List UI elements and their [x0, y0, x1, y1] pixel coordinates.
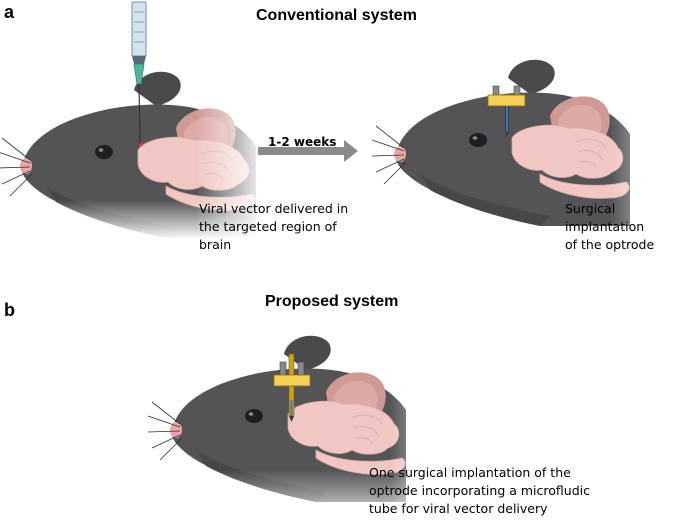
panel-a-letter: a: [4, 2, 15, 22]
caption-proposed-system: One surgical implantation of the optrode…: [369, 465, 590, 516]
optrode-icon: [487, 85, 526, 137]
panel-b-title: Proposed system: [265, 293, 399, 310]
panel-a-title: Conventional system: [256, 7, 417, 24]
arrow-right-icon: [258, 140, 358, 162]
syringe-icon: [131, 1, 147, 145]
panel-b-letter: b: [4, 300, 15, 320]
caption-viral-delivery: Viral vector delivered in the targeted r…: [199, 201, 349, 252]
caption-optrode-implantation: Surgical implantation of the optrode: [565, 201, 655, 252]
arrow-label: 1-2 weeks: [268, 135, 337, 149]
optrode-microfluidic-icon: [273, 353, 311, 422]
